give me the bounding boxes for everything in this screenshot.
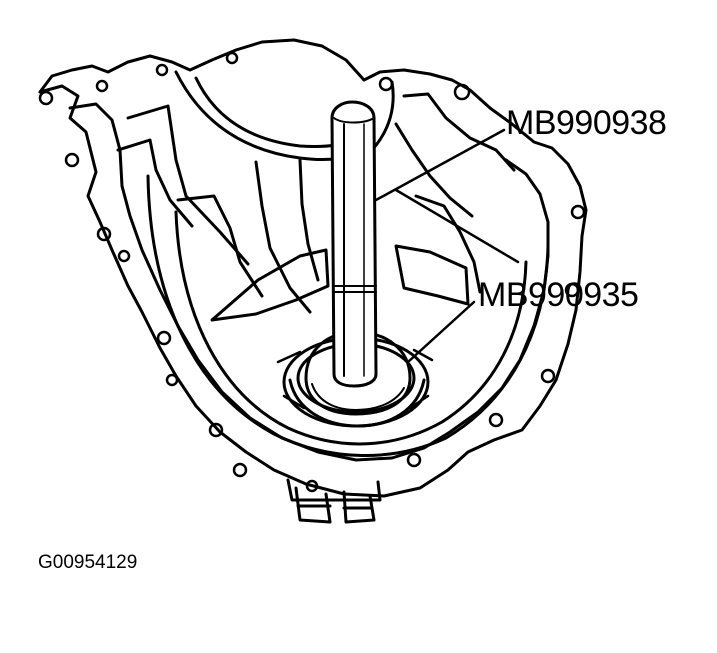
housing-rib-right-2 <box>396 124 472 216</box>
tool-label-mb990935: MB990935 <box>478 276 639 314</box>
installer-shaft <box>332 102 376 386</box>
bearing-shoulder <box>278 350 432 408</box>
upper-dome <box>176 72 393 160</box>
support-flat-left <box>212 250 328 320</box>
housing-rib-left-2 <box>118 140 192 226</box>
bore-rim-inner <box>176 212 526 444</box>
installer-head <box>306 332 410 414</box>
housing-wall-mid-2 <box>300 160 318 280</box>
shaft-top-cap <box>334 118 374 123</box>
leader-line-mb990935-a <box>396 190 518 262</box>
figure-code: G00954129 <box>38 552 138 573</box>
housing-wall-mid <box>256 162 310 312</box>
shaft-collar <box>334 286 376 292</box>
housing-rib-left <box>128 106 248 264</box>
case-flange-inner <box>70 104 548 460</box>
lower-stub <box>296 488 374 522</box>
bearing-shadow <box>290 380 424 426</box>
flange-bolt-holes <box>40 53 584 491</box>
housing-rib-right <box>404 94 514 170</box>
installer-head-shade <box>312 384 404 410</box>
lower-stub-base <box>288 480 380 500</box>
case-flange-outline <box>40 40 586 496</box>
housing-rib-center-left <box>178 196 262 296</box>
support-flat-right <box>396 246 468 304</box>
leader-line-mb990935-b <box>408 302 474 362</box>
leader-line-mb990938 <box>376 130 504 200</box>
bore-rim-outer <box>148 176 548 456</box>
tool-label-mb990938: MB990938 <box>506 104 667 142</box>
housing-rib-center-right <box>416 196 480 292</box>
